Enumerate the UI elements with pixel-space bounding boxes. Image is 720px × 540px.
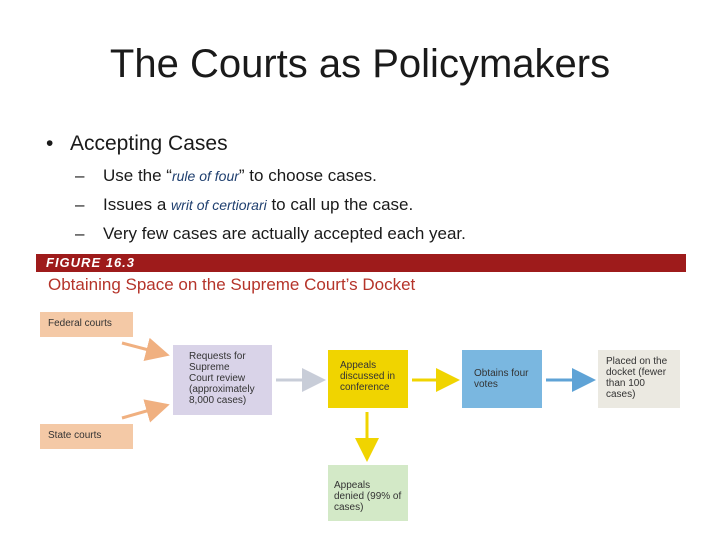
sub-item-writ: –Issues a writ of certiorari to call up …: [75, 195, 413, 215]
bullet-dot: •: [46, 132, 54, 155]
bullet-text: Accepting Cases: [70, 132, 228, 155]
sub-post: ” to choose cases.: [238, 166, 377, 185]
box-federal-courts: Federal courts: [40, 312, 133, 337]
sub-item-rule-of-four: –Use the “rule of four” to choose cases.: [75, 166, 377, 186]
sub-pre: Issues a: [103, 195, 172, 214]
sub-dash: –: [75, 166, 85, 185]
box-appeals-discussed: Appeals discussed in conference: [328, 350, 408, 408]
sub-item-few-cases: –Very few cases are actually accepted ea…: [75, 224, 466, 244]
figure-header-bar: FIGURE 16.3: [36, 254, 686, 272]
box-appeals-denied: Appeals denied (99% of cases): [328, 465, 408, 521]
sub-pre: Very few cases are actually accepted eac…: [103, 224, 466, 243]
sub-em: rule of four: [171, 168, 239, 184]
sub-pre: Use the “: [103, 166, 172, 185]
slide-title: The Courts as Policymakers: [109, 42, 611, 86]
box-four-votes: Obtains four votes: [462, 350, 542, 408]
box-state-courts: State courts: [40, 424, 133, 449]
sub-em: writ of certiorari: [171, 197, 267, 213]
arrow-state-to-requests: [121, 399, 170, 423]
box-placed-on-docket: Placed on the docket (fewer than 100 cas…: [598, 350, 680, 408]
figure-label: FIGURE 16.3: [46, 255, 136, 270]
box-requests-for-review: Requests for Supreme Court review (appro…: [173, 345, 272, 415]
sub-dash: –: [75, 224, 85, 243]
sub-post: to call up the case.: [266, 195, 414, 214]
bullet-accepting-cases: • Accepting Cases: [46, 132, 228, 156]
figure-title: Obtaining Space on the Supreme Court’s D…: [48, 275, 416, 294]
arrow-federal-to-requests: [121, 337, 170, 362]
sub-dash: –: [75, 195, 85, 214]
